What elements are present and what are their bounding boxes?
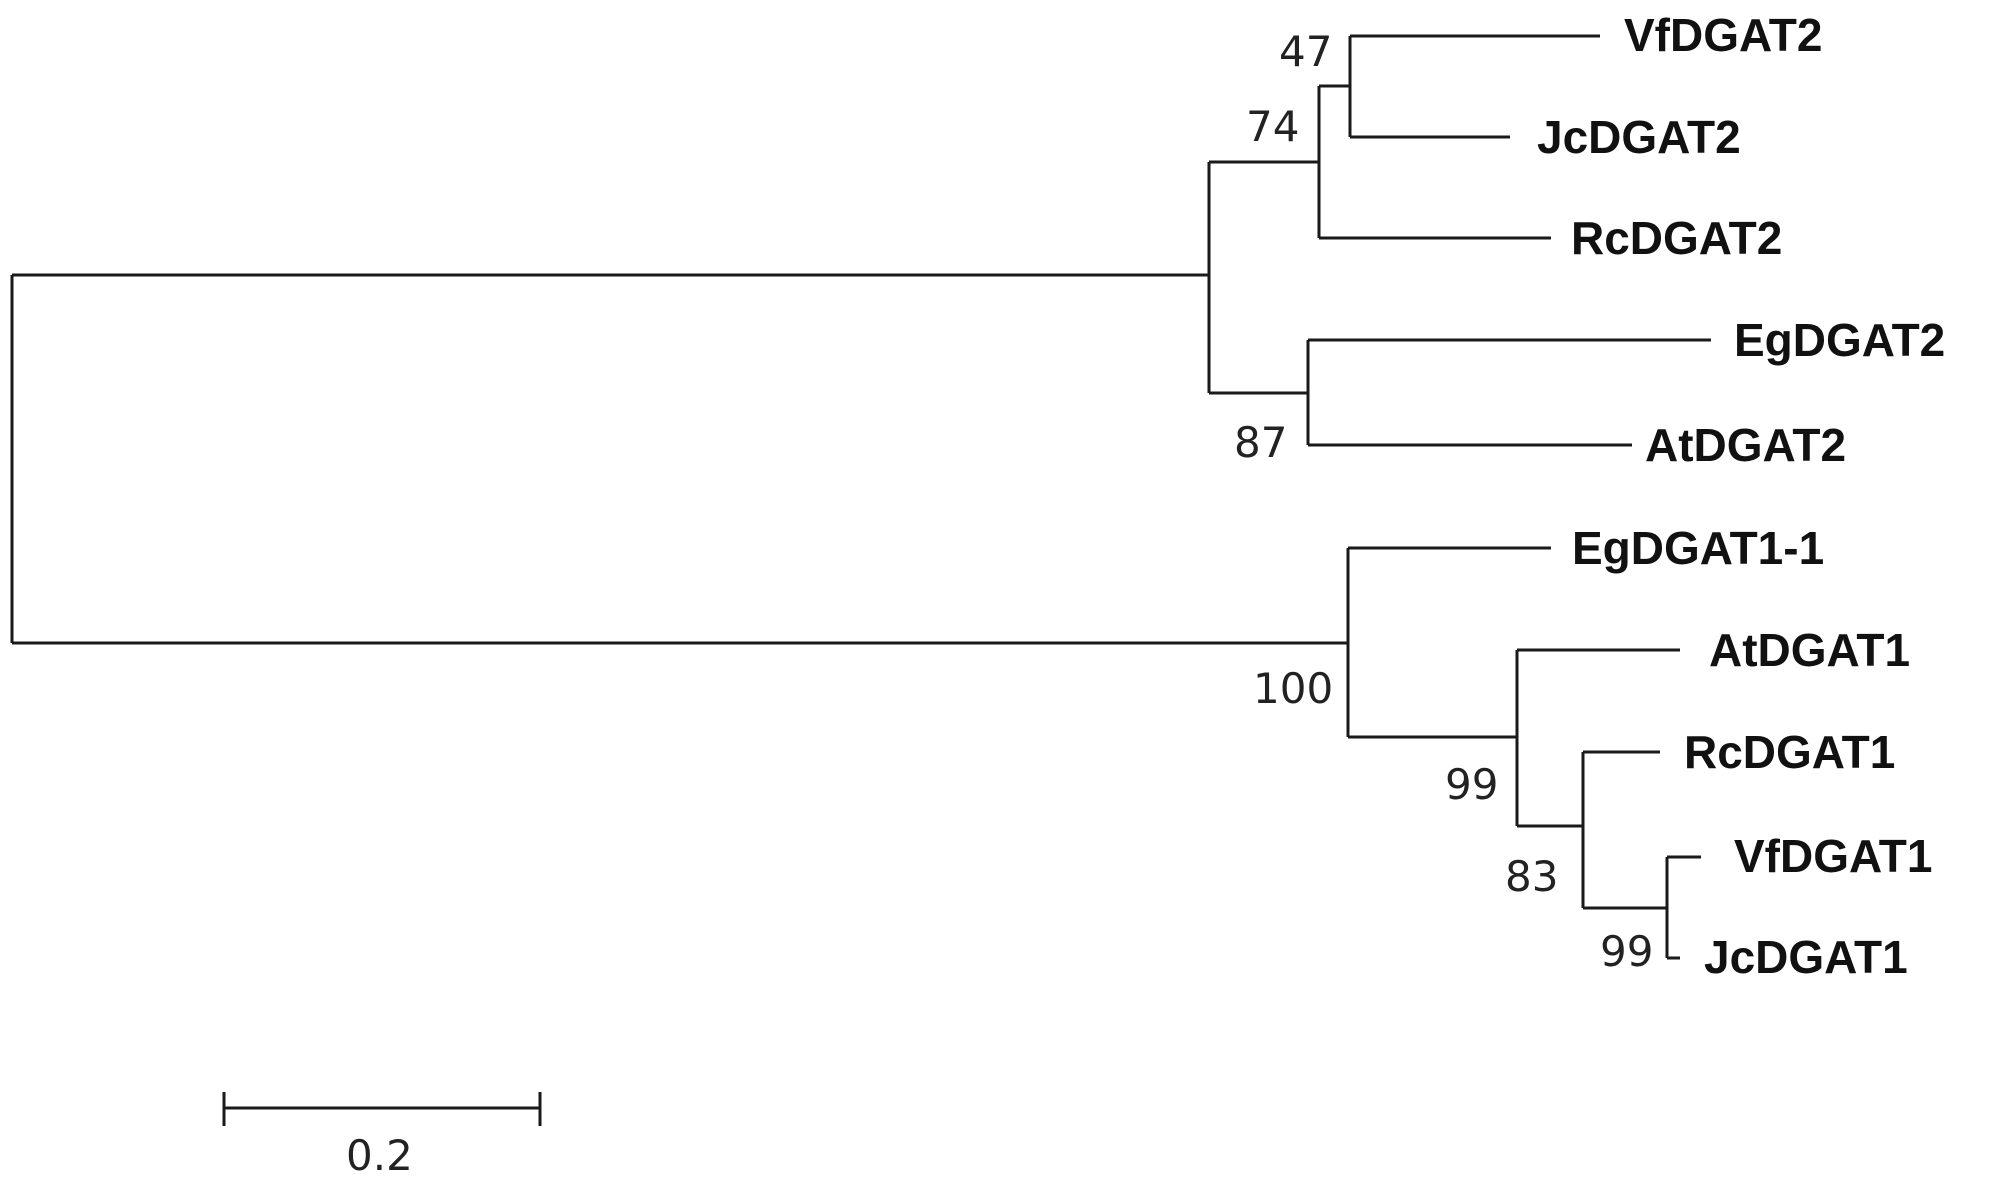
taxon-label-atdgat2: AtDGAT2 bbox=[1645, 419, 1846, 471]
bootstrap-eg2-at2: 87 bbox=[1234, 418, 1287, 467]
scale-bar: 0.2 bbox=[222, 1092, 542, 1180]
bootstrap-vf1-jc1: 99 bbox=[1600, 927, 1653, 976]
bootstrap-dgat1-clade: 100 bbox=[1253, 664, 1333, 713]
taxon-label-atdgat1: AtDGAT1 bbox=[1709, 624, 1910, 676]
bootstrap-values: 47 74 87 100 99 83 99 bbox=[1234, 27, 1653, 976]
taxon-labels: VfDGAT2 JcDGAT2 RcDGAT2 EgDGAT2 AtDGAT2 … bbox=[1537, 9, 1945, 983]
taxon-label-vfdgat1: VfDGAT1 bbox=[1734, 830, 1933, 882]
taxon-label-jcdgat2: JcDGAT2 bbox=[1537, 111, 1741, 163]
taxon-label-rcdgat2: RcDGAT2 bbox=[1571, 212, 1782, 264]
taxon-label-egdgat2: EgDGAT2 bbox=[1734, 314, 1945, 366]
scale-bar-label: 0.2 bbox=[346, 1131, 413, 1180]
taxon-label-jcdgat1: JcDGAT1 bbox=[1704, 931, 1908, 983]
taxon-label-egdgat1-1: EgDGAT1-1 bbox=[1572, 522, 1824, 574]
bootstrap-rc1-clade: 83 bbox=[1505, 852, 1558, 901]
bootstrap-vf2-jc2: 47 bbox=[1279, 27, 1332, 76]
tree-branches bbox=[10, 34, 1711, 960]
taxon-label-rcdgat1: RcDGAT1 bbox=[1684, 726, 1895, 778]
bootstrap-dgat2-subclade-a: 74 bbox=[1246, 102, 1299, 151]
taxon-label-vfdgat2: VfDGAT2 bbox=[1624, 9, 1823, 61]
bootstrap-dgat1-subclade: 99 bbox=[1445, 760, 1498, 809]
